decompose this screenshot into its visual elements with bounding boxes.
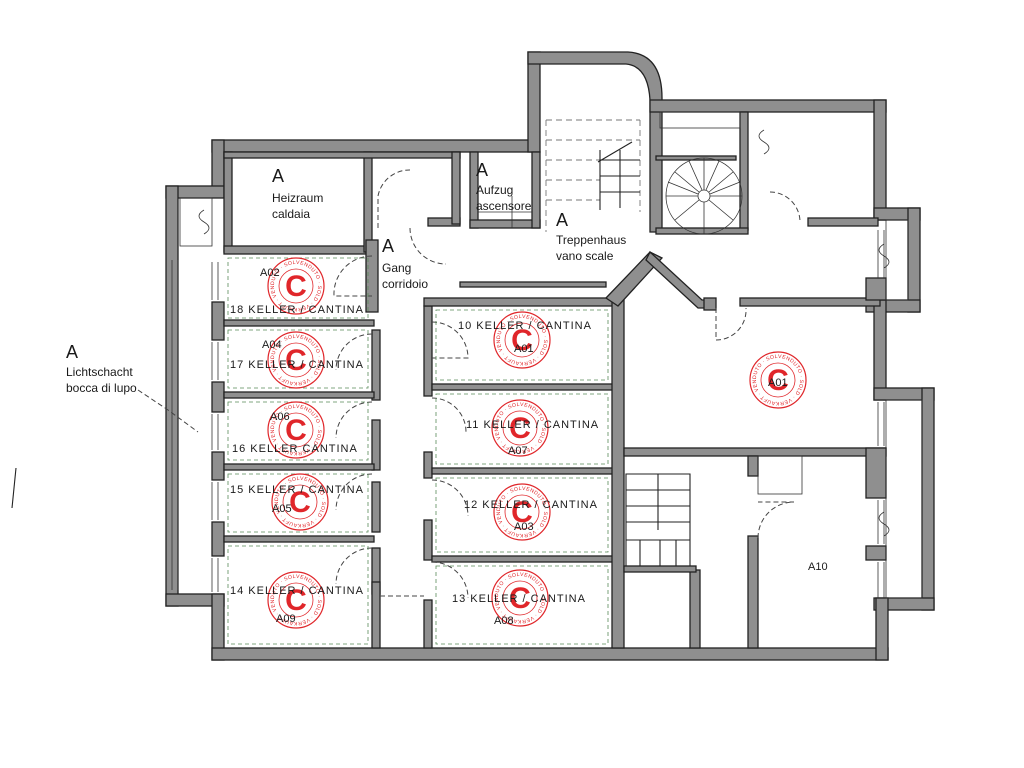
heizraum-name-it: caldaia bbox=[272, 207, 310, 221]
staircase-upper bbox=[545, 119, 641, 232]
lichtschacht-leader bbox=[137, 389, 199, 433]
cellar-label: 15 KELLER / CANTINA bbox=[230, 484, 364, 496]
lichtschacht-name: Lichtschacht bbox=[66, 365, 133, 379]
cellar-labels: A02 18 KELLER / CANTINA A04 17 KELLER / … bbox=[230, 267, 599, 627]
cellar-id: A06 bbox=[270, 411, 290, 423]
heizraum-letter: A bbox=[272, 166, 284, 186]
lichtschacht-name-it: bocca di lupo bbox=[66, 381, 137, 395]
cellar-id: A03 bbox=[514, 521, 534, 533]
room-label-treppenhaus: A Treppenhaus vano scale bbox=[556, 210, 626, 263]
aufzug-name-it: ascensore bbox=[476, 199, 532, 213]
cellar-label: 14 KELLER / CANTINA bbox=[230, 585, 364, 597]
edge-mark bbox=[11, 467, 17, 509]
heizraum-name: Heizraum bbox=[272, 191, 323, 205]
unit-a01-label: A01 bbox=[768, 377, 788, 389]
sold-stamp: VENDUTO · SOLD · VERKAUFT · VENDUTO · SO… bbox=[491, 399, 549, 457]
room-label-lichtschacht: A Lichtschacht bocca di lupo bbox=[66, 342, 137, 395]
cellar-id: A01 bbox=[514, 343, 534, 355]
doors bbox=[333, 169, 803, 599]
stamp-letter: C bbox=[285, 414, 307, 447]
treppenhaus-letter: A bbox=[556, 210, 568, 230]
stamp-letter: C bbox=[285, 270, 307, 303]
unit-a10-label: A10 bbox=[808, 561, 828, 573]
cellar-id: A05 bbox=[272, 503, 292, 515]
room-label-gang: A Gang corridoio bbox=[382, 236, 428, 291]
stamp-letter: C bbox=[509, 412, 531, 445]
cellar-label: 11 KELLER / CANTINA bbox=[466, 419, 599, 431]
stamp-letter: C bbox=[289, 486, 311, 519]
aufzug-name: Aufzug bbox=[476, 183, 513, 197]
inner-walls bbox=[211, 111, 887, 649]
sold-stamp: VENDUTO · SOLD · VERKAUFT · VENDUTO · SO… bbox=[271, 473, 329, 531]
cellar-label: 13 KELLER / CANTINA bbox=[452, 593, 586, 605]
gang-name-it: corridoio bbox=[382, 277, 428, 291]
aufzug-letter: A bbox=[476, 160, 488, 180]
stamp-letter: C bbox=[511, 324, 533, 357]
stamp-letter: C bbox=[511, 496, 533, 529]
treppenhaus-name-it: vano scale bbox=[556, 249, 614, 263]
stamp-letter: C bbox=[285, 584, 307, 617]
staircase-lower bbox=[625, 473, 691, 567]
cellar-label: 17 KELLER / CANTINA bbox=[230, 359, 364, 371]
stamp-letter: C bbox=[285, 344, 307, 377]
room-label-heizraum: A Heizraum caldaia bbox=[272, 166, 323, 221]
cellar-id: A04 bbox=[262, 339, 282, 351]
treppenhaus-name: Treppenhaus bbox=[556, 233, 626, 247]
cellar-label: 10 KELLER / CANTINA bbox=[458, 320, 592, 332]
windows bbox=[171, 111, 923, 599]
cellar-id: A07 bbox=[508, 445, 528, 457]
cellar-id: A02 bbox=[260, 267, 280, 279]
cellar-label: 18 KELLER / CANTINA bbox=[230, 304, 364, 316]
room-label-aufzug: A Aufzug ascensore bbox=[476, 160, 532, 213]
stamp-letter: C bbox=[767, 364, 789, 397]
cellar-label: 12 KELLER / CANTINA bbox=[464, 499, 598, 511]
gang-name: Gang bbox=[382, 261, 411, 275]
stamp-letter: C bbox=[509, 582, 531, 615]
cellar-label: 16 KELLER CANTINA bbox=[232, 443, 358, 455]
cellar-outlines bbox=[227, 257, 609, 645]
lichtschacht-letter: A bbox=[66, 342, 78, 362]
gang-letter: A bbox=[382, 236, 394, 256]
cellar-id: A09 bbox=[276, 613, 296, 625]
cellar-id: A08 bbox=[494, 615, 514, 627]
spiral-staircase bbox=[665, 157, 743, 235]
